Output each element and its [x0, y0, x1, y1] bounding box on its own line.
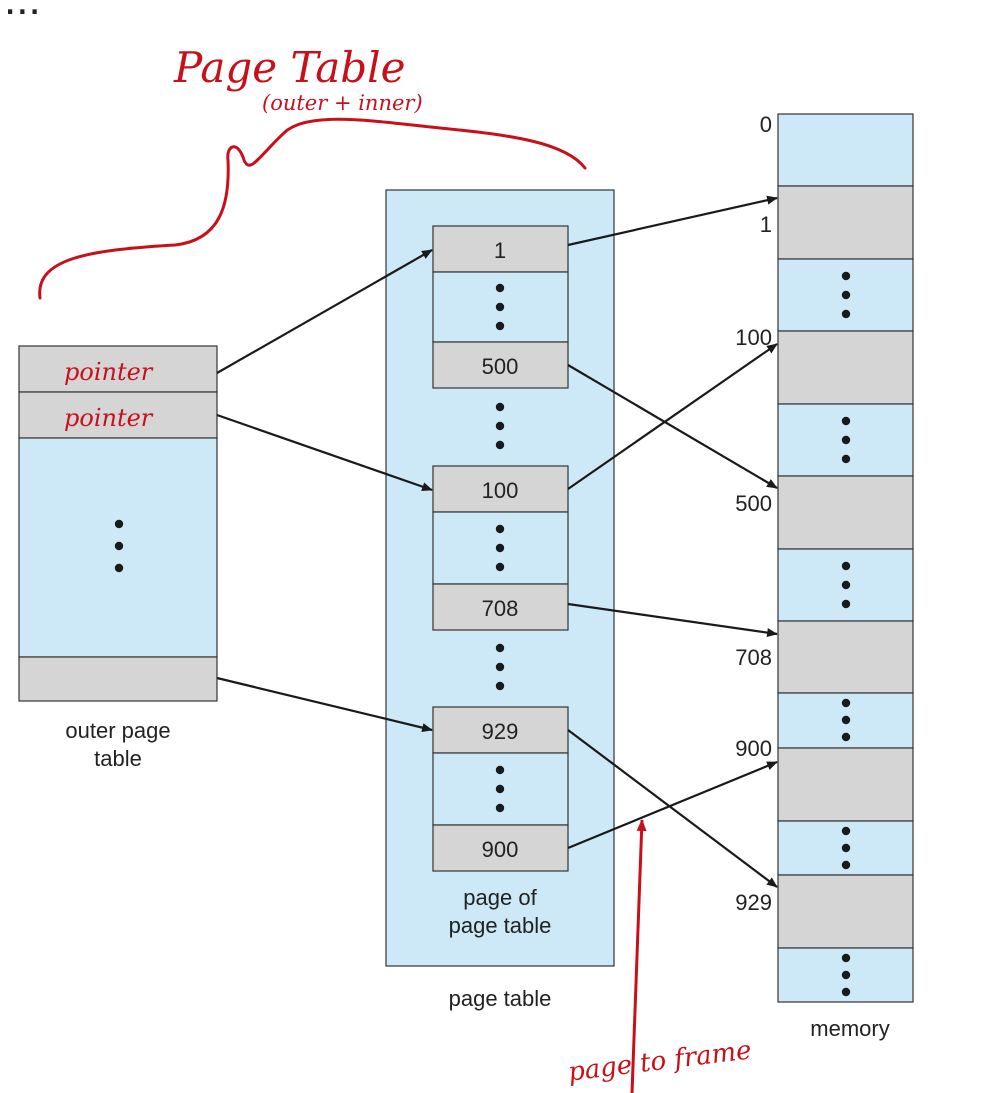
memory-label-1: 1	[760, 212, 772, 237]
arrow-page929-to-frame929	[567, 729, 778, 888]
mapping-arrows	[216, 195, 778, 888]
page-of-page-table-line1: page of	[463, 885, 537, 910]
annotation-page-to-frame: page to frame	[566, 1035, 753, 1087]
memory-label-500: 500	[735, 491, 772, 516]
page-table: 1 500 100 708	[385, 189, 615, 1011]
page-of-page-table-line2: page table	[449, 913, 552, 938]
arrow-page500-to-frame500	[567, 364, 778, 489]
arrow-outer2-to-page100	[216, 413, 433, 492]
annotation-page-to-frame-arrow	[630, 819, 647, 1093]
page-gap-2-ellipsis	[495, 643, 505, 691]
memory: 0 1 100 500 708 900 929 memory	[735, 112, 914, 1041]
page-entry-708	[432, 583, 569, 631]
memory-label-0: 0	[760, 112, 772, 137]
arrow-page708-to-frame708	[567, 602, 778, 638]
annotation-page-table: Page Table	[173, 43, 405, 92]
memory-caption: memory	[810, 1016, 889, 1041]
page-block-2-ellipsis	[495, 524, 505, 572]
arrow-page900-to-frame900	[567, 760, 778, 850]
annotation-pointer-2: pointer	[64, 404, 154, 432]
outer-entry-1	[18, 345, 218, 393]
annotation-outer-inner: (outer + inner)	[262, 91, 423, 115]
arrow-outer1-to-page1	[216, 249, 433, 374]
memory-frame-500	[777, 475, 914, 550]
outer-caption-line2: table	[94, 746, 142, 771]
memory-frame-708	[777, 620, 914, 694]
outer-page-table: outer page table	[18, 345, 218, 771]
page-entry-1-label: 1	[494, 238, 506, 263]
page-block-3-ellipsis	[495, 765, 505, 813]
outer-ellipsis	[114, 519, 124, 573]
page-entry-900-label: 900	[482, 837, 519, 862]
outer-entry-2	[18, 391, 218, 439]
page-entry-1	[432, 225, 569, 273]
memory-label-708: 708	[735, 645, 772, 670]
arrow-page1-to-frame1	[567, 195, 778, 247]
page-entry-100	[432, 465, 569, 513]
memory-frame-0	[777, 113, 914, 187]
memory-frame-929	[777, 874, 914, 949]
page-entry-708-label: 708	[482, 596, 519, 621]
memory-frame-900	[777, 747, 914, 822]
page-entry-900	[432, 824, 569, 872]
memory-frame-1	[777, 185, 914, 260]
annotation-brace	[38, 117, 587, 300]
annotation-pointer-1: pointer	[64, 358, 154, 386]
page-entry-929	[432, 706, 569, 754]
memory-ellipsis	[841, 271, 851, 997]
page-gap-1-ellipsis	[495, 402, 505, 450]
header-text-fragment: ...	[4, 0, 41, 24]
memory-label-100: 100	[735, 325, 772, 350]
outer-caption-line1: outer page	[65, 718, 170, 743]
page-entry-500-label: 500	[482, 354, 519, 379]
memory-label-929: 929	[735, 890, 772, 915]
memory-frame-100	[777, 330, 914, 405]
page-entry-929-label: 929	[482, 719, 519, 744]
page-block-1-ellipsis	[495, 283, 505, 331]
page-block-1-middle	[432, 271, 569, 343]
memory-label-900: 900	[735, 736, 772, 761]
outer-last-entry	[18, 656, 218, 702]
arrow-outerlast-to-page929	[216, 676, 433, 733]
page-table-caption: page table	[449, 986, 552, 1011]
page-entry-100-label: 100	[482, 478, 519, 503]
arrow-page100-to-frame100	[567, 343, 778, 490]
